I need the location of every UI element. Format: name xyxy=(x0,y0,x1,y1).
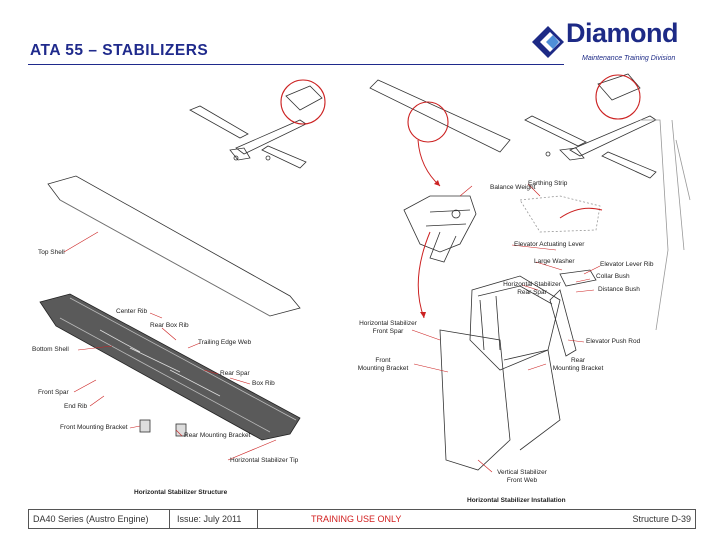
fuselage-frame-drawing xyxy=(640,119,691,331)
elevator-lever-rib-drawing xyxy=(519,195,601,233)
label-hs-rear-spar-line2: Rear Spar xyxy=(517,289,547,296)
label-large-washer: Large Washer xyxy=(534,258,575,265)
label-end-rib: End Rib xyxy=(64,403,88,410)
label-hs-front-spar-line1: Horizontal Stabilizer xyxy=(359,320,417,327)
label-vs-front-web-line2: Front Web xyxy=(506,477,538,484)
label-center-rib: Center Rib xyxy=(116,308,148,315)
page-title: ATA 55 – STABILIZERS xyxy=(30,42,209,59)
label-collar-bush: Collar Bush xyxy=(596,273,630,280)
footer-separator-1 xyxy=(169,510,170,528)
label-rear-spar: Rear Spar xyxy=(220,370,250,377)
aircraft-overview-left xyxy=(189,85,323,169)
vertical-stabilizer-drawing xyxy=(439,269,597,471)
logo-subtitle: Maintenance Training Division xyxy=(582,55,676,62)
label-rear-bracket-line2: Mounting Bracket xyxy=(552,365,604,372)
callout-circle-center xyxy=(407,101,449,143)
callout-circle-left xyxy=(280,79,326,125)
label-bottom-shell: Bottom Shell xyxy=(32,346,69,353)
label-box-rib: Box Rib xyxy=(252,380,275,387)
label-trailing-edge-web: Trailing Edge Web xyxy=(198,339,252,346)
aircraft-overview-right xyxy=(524,73,657,179)
label-rear-mounting-bracket: Rear Mounting Bracket xyxy=(184,432,251,439)
top-shell-drawing xyxy=(47,175,301,317)
label-front-mounting-bracket-right: Front Mounting Bracket xyxy=(346,357,420,373)
label-distance-bush: Distance Bush xyxy=(598,286,640,293)
logo-wordmark: Diamond xyxy=(566,18,679,48)
elevator-lever-assembly xyxy=(403,195,477,263)
label-vs-front-web: Vertical Stabilizer Front Web xyxy=(484,469,560,485)
diamond-logo xyxy=(532,26,564,58)
label-front-bracket-line2: Mounting Bracket xyxy=(357,365,409,372)
label-rear-box-rib: Rear Box Rib xyxy=(150,322,189,329)
stabilizer-illustration xyxy=(39,73,691,473)
footer-model: DA40 Series (Austro Engine) xyxy=(33,514,149,524)
page-footer: DA40 Series (Austro Engine) Issue: July … xyxy=(28,509,696,529)
label-horizontal-stabilizer-tip: Horizontal Stabilizer Tip xyxy=(230,457,299,464)
callout-circle-right xyxy=(595,74,641,120)
footer-page-number: Structure D-39 xyxy=(632,514,691,524)
label-front-spar: Front Spar xyxy=(38,389,69,396)
label-elevator-push-rod: Elevator Push Rod xyxy=(586,338,641,345)
label-elevator-actuating-lever: Elevator Actuating Lever xyxy=(514,241,585,248)
stabilizer-top-view xyxy=(369,79,511,153)
label-hs-front-spar-line2: Front Spar xyxy=(372,328,404,335)
label-front-mounting-bracket: Front Mounting Bracket xyxy=(60,424,128,431)
label-balance-weight: Balance Weight xyxy=(490,184,536,191)
label-earthing-strip: Earthing Strip xyxy=(528,180,568,187)
label-rear-bracket-line1: Rear xyxy=(570,357,586,364)
footer-separator-2 xyxy=(257,510,258,528)
label-elevator-lever-rib: Elevator Lever Rib xyxy=(600,261,654,268)
footer-issue: Issue: July 2011 xyxy=(177,514,242,524)
title-divider xyxy=(28,64,564,65)
label-hs-rear-spar: Horizontal Stabilizer Rear Spar xyxy=(496,281,568,297)
footer-notice: TRAINING USE ONLY xyxy=(311,514,402,524)
label-vs-front-web-line1: Vertical Stabilizer xyxy=(497,469,547,476)
label-front-bracket-line1: Front xyxy=(375,357,391,364)
label-hs-front-spar: Horizontal Stabilizer Front Spar xyxy=(352,320,424,336)
caption-horizontal-stabilizer-structure: Horizontal Stabilizer Structure xyxy=(134,489,228,496)
caption-horizontal-stabilizer-installation: Horizontal Stabilizer Installation xyxy=(467,497,566,504)
label-top-shell: Top Shell xyxy=(38,249,65,256)
label-rear-mounting-bracket-right: Rear Mounting Bracket xyxy=(540,357,616,373)
label-hs-rear-spar-line1: Horizontal Stabilizer xyxy=(503,281,561,288)
diamond-logo-mark-icon xyxy=(532,26,564,58)
